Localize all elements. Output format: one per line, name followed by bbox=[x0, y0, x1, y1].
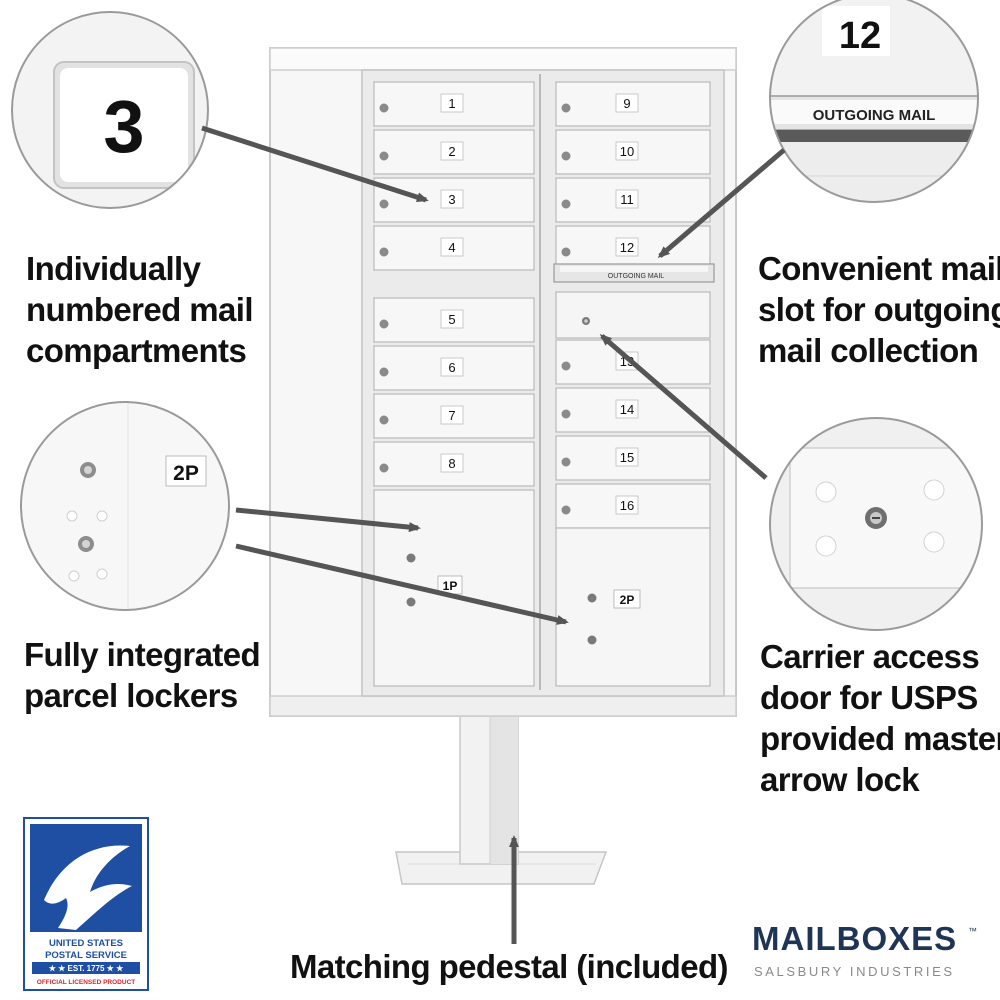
door-number: 9 bbox=[623, 96, 630, 111]
door-number: 3 bbox=[448, 192, 455, 207]
callout-slot-number: 12 bbox=[839, 15, 881, 57]
mail-door: 10 bbox=[555, 129, 711, 175]
door-number: 5 bbox=[448, 312, 455, 327]
feature-line: arrow lock bbox=[760, 761, 920, 798]
mail-door: 1 bbox=[373, 81, 535, 127]
mail-door: 16 bbox=[555, 483, 711, 529]
mail-door: 8 bbox=[373, 441, 535, 487]
usps-line-4: OFFICIAL LICENSED PRODUCT bbox=[37, 979, 135, 986]
feature-outgoing-slot: Convenient mail slot for outgoing mail c… bbox=[758, 248, 1000, 371]
arrow-to-carrier-door bbox=[599, 334, 768, 480]
mail-door: 4 bbox=[373, 225, 535, 271]
door-lock-icon bbox=[379, 463, 389, 473]
door-lock-icon bbox=[379, 247, 389, 257]
callout-parcel-lock: 2P bbox=[20, 401, 230, 611]
feature-line: compartments bbox=[26, 332, 247, 369]
mail-door: 9 bbox=[555, 81, 711, 127]
callout-door-number: 3 bbox=[11, 11, 209, 209]
feature-pedestal: Matching pedestal (included) bbox=[290, 946, 729, 987]
feature-numbered-compartments: Individually numbered mail compartments bbox=[26, 248, 254, 371]
door-lock-icon bbox=[379, 199, 389, 209]
parcel-locker-1p: 1P bbox=[373, 489, 535, 687]
mail-door: 2 bbox=[373, 129, 535, 175]
door-number: 1 bbox=[448, 96, 455, 111]
feature-line: slot for outgoing bbox=[758, 291, 1000, 328]
mail-door: 11 bbox=[555, 177, 711, 223]
door-lock-icon bbox=[561, 151, 571, 161]
mail-door: 13 bbox=[555, 339, 711, 385]
parcel-1p-number: 1P bbox=[443, 579, 458, 593]
feature-parcel-lockers: Fully integrated parcel lockers bbox=[24, 634, 261, 716]
door-lock-icon bbox=[379, 151, 389, 161]
feature-carrier-door: Carrier access door for USPS provided ma… bbox=[760, 636, 1000, 800]
feature-line: provided master bbox=[760, 720, 1000, 757]
arrow-to-parcel-2p bbox=[235, 543, 569, 625]
brand-trademark: ™ bbox=[968, 926, 977, 936]
feature-line: Matching pedestal (included) bbox=[290, 948, 729, 985]
door-number: 14 bbox=[620, 402, 634, 417]
feature-line: mail collection bbox=[758, 332, 979, 369]
door-lock-icon bbox=[379, 367, 389, 377]
usps-line-3: ★ ★ EST. 1775 ★ ★ bbox=[49, 964, 124, 973]
door-lock-icon bbox=[379, 319, 389, 329]
arrow-to-outgoing-slot bbox=[657, 148, 786, 258]
arrow-to-parcel-1p bbox=[235, 507, 421, 533]
door-lock-icon bbox=[379, 415, 389, 425]
door-lock-icon bbox=[379, 103, 389, 113]
brand-name: MAILBOXES bbox=[752, 920, 957, 957]
left-door-column: 1 2 3 4 5 6 7 8 bbox=[373, 81, 535, 487]
callout-slot-label: OUTGOING MAIL bbox=[813, 107, 936, 124]
feature-line: Fully integrated bbox=[24, 636, 261, 673]
mailboxes-brand-logo: MAILBOXES ™ SALSBURY INDUSTRIES bbox=[752, 920, 977, 979]
feature-line: door for USPS bbox=[760, 679, 978, 716]
mail-door: 15 bbox=[555, 435, 711, 481]
door-number: 12 bbox=[620, 240, 634, 255]
outgoing-mail-slot: OUTGOING MAIL bbox=[553, 263, 715, 283]
feature-line: Carrier access bbox=[760, 638, 980, 675]
feature-line: parcel lockers bbox=[24, 677, 238, 714]
mail-door: 7 bbox=[373, 393, 535, 439]
door-number: 2 bbox=[448, 144, 455, 159]
door-number: 7 bbox=[448, 408, 455, 423]
callout-parcel-label: 2P bbox=[173, 462, 199, 485]
mail-door: 6 bbox=[373, 345, 535, 391]
mail-door: 5 bbox=[373, 297, 535, 343]
door-lock-icon bbox=[561, 457, 571, 467]
door-lock-icon bbox=[561, 409, 571, 419]
callout-carrier-lock bbox=[769, 417, 983, 631]
parcel-2p-number: 2P bbox=[620, 593, 635, 607]
usps-line-1: UNITED STATES bbox=[49, 938, 123, 949]
door-number: 16 bbox=[620, 498, 634, 513]
door-lock-icon bbox=[561, 247, 571, 257]
arrow-to-door-3 bbox=[201, 125, 429, 203]
feature-line: Individually bbox=[26, 250, 201, 287]
callout-door-number-text: 3 bbox=[103, 85, 144, 168]
callout-outgoing-slot: 12 OUTGOING MAIL bbox=[769, 0, 979, 203]
usps-line-2: POSTAL SERVICE bbox=[45, 950, 127, 961]
door-number: 11 bbox=[620, 192, 634, 207]
door-number: 6 bbox=[448, 360, 455, 375]
door-number: 8 bbox=[448, 456, 455, 471]
carrier-access-door bbox=[555, 291, 711, 339]
feature-line: Convenient mail bbox=[758, 250, 1000, 287]
door-number: 15 bbox=[620, 450, 634, 465]
door-lock-icon bbox=[561, 505, 571, 515]
usps-logo: UNITED STATES POSTAL SERVICE ★ ★ EST. 17… bbox=[23, 817, 149, 991]
door-lock-icon bbox=[561, 103, 571, 113]
door-lock-icon bbox=[561, 199, 571, 209]
brand-subtitle: SALSBURY INDUSTRIES bbox=[754, 964, 955, 979]
pointer-arrows bbox=[201, 125, 786, 944]
door-number: 10 bbox=[620, 144, 634, 159]
mail-door: 3 bbox=[373, 177, 535, 223]
door-lock-icon bbox=[561, 361, 571, 371]
feature-line: numbered mail bbox=[26, 291, 254, 328]
door-number: 4 bbox=[448, 240, 455, 255]
pedestal bbox=[395, 713, 608, 885]
outgoing-mail-label: OUTGOING MAIL bbox=[608, 273, 665, 280]
parcel-locker-2p: 2P bbox=[555, 527, 711, 687]
